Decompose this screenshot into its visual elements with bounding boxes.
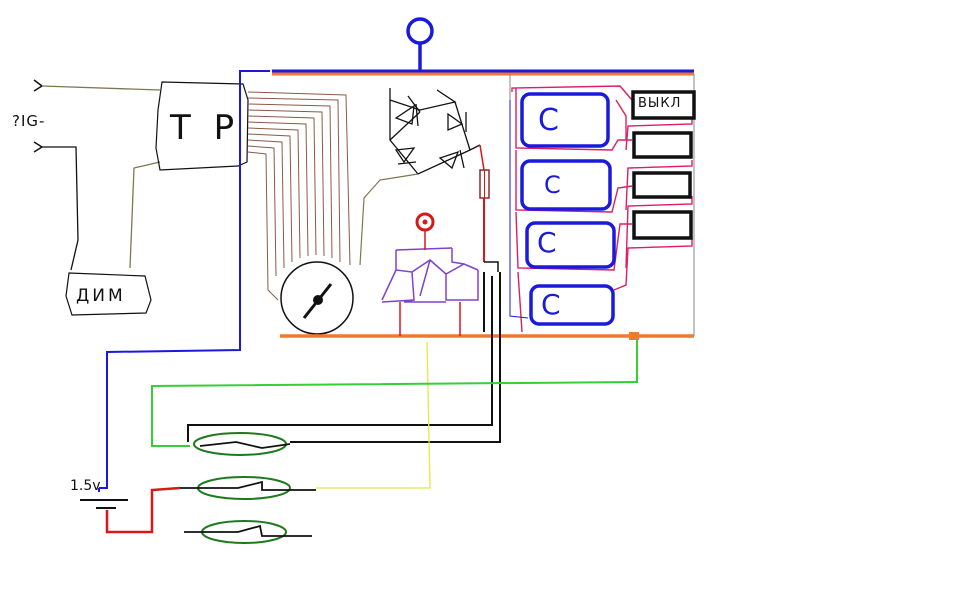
indicator-lamp bbox=[415, 212, 435, 232]
input-voltage-label: ?IG- bbox=[12, 112, 46, 130]
switch-box-3 bbox=[632, 171, 692, 199]
dim-box bbox=[65, 272, 152, 316]
capacitor-2 bbox=[520, 159, 612, 211]
black-output-wires bbox=[187, 272, 501, 443]
pink-wiring bbox=[511, 85, 693, 333]
switch-box-1 bbox=[631, 90, 696, 120]
transistor-circuit bbox=[381, 247, 479, 303]
capacitor-3 bbox=[525, 221, 616, 269]
switch-box-2 bbox=[632, 131, 693, 159]
transformer-block bbox=[155, 81, 249, 171]
bridge-to-switch-wire bbox=[359, 173, 419, 266]
diode-bridge bbox=[389, 88, 481, 175]
battery bbox=[80, 486, 181, 534]
green-wire bbox=[151, 340, 638, 447]
top-rail bbox=[272, 17, 694, 76]
switch-2 bbox=[178, 476, 316, 500]
capacitor-3-label: C bbox=[537, 226, 557, 259]
transformer-label: T P bbox=[170, 108, 241, 148]
yellow-wire bbox=[316, 341, 431, 489]
transistor-red-wires bbox=[399, 230, 461, 336]
battery-label: 1.5v bbox=[70, 478, 101, 494]
switch-1 bbox=[193, 432, 291, 456]
blue-enclosure-wire bbox=[98, 70, 270, 492]
dim-label: ДИМ bbox=[76, 286, 126, 306]
switch-label: ВЫКЛ bbox=[638, 96, 682, 111]
capacitor-2-label: C bbox=[544, 171, 561, 199]
blue-cap-links bbox=[509, 100, 529, 319]
transformer-taps bbox=[247, 91, 351, 301]
bottom-rail bbox=[280, 332, 694, 340]
output-terminal-top bbox=[406, 17, 434, 45]
switch-3 bbox=[184, 520, 312, 544]
capacitor-4-label: C bbox=[541, 288, 561, 321]
capacitor-1 bbox=[520, 92, 610, 148]
capacitor-4 bbox=[529, 284, 615, 326]
input-wires bbox=[41, 85, 161, 271]
fuse bbox=[479, 144, 499, 272]
capacitor-1-label: C bbox=[538, 103, 559, 138]
rotary-switch bbox=[280, 261, 354, 335]
switch-box-4 bbox=[632, 210, 693, 240]
